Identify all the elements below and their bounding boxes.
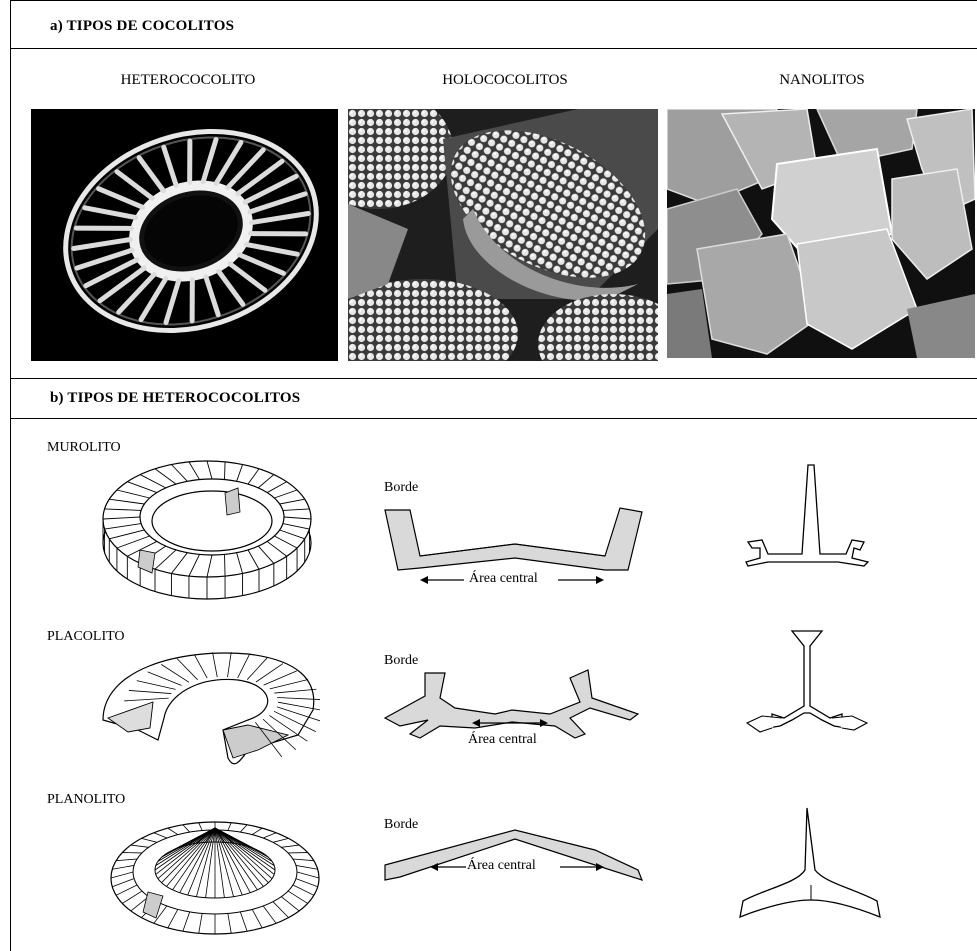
murolito-borde-label: Borde xyxy=(384,480,418,496)
column-title-nanolitos: NANOLITOS xyxy=(672,72,972,89)
planolito-borde-label: Borde xyxy=(384,817,418,833)
planolito-area-label: Área central xyxy=(467,858,536,874)
planolito-profile xyxy=(735,805,885,925)
murolito-profile xyxy=(738,462,883,572)
murolito-cross-section xyxy=(380,500,645,580)
murolito-area-label: Área central xyxy=(469,571,538,587)
section-a-title: a) TIPOS DE COCOLITOS xyxy=(50,18,234,35)
column-title-holococolitos: HOLOCOCOLITOS xyxy=(355,72,655,89)
placolito-borde-label: Borde xyxy=(384,653,418,669)
column-title-heterococolito: HETEROCOCOLITO xyxy=(38,72,338,89)
placolito-area-label: Área central xyxy=(468,732,537,748)
divider-sections xyxy=(10,378,977,379)
placolito-area-arrow xyxy=(470,715,550,731)
section-b-title: b) TIPOS DE HETEROCOCOLITOS xyxy=(50,390,300,407)
divider-b-header xyxy=(10,418,977,419)
divider-a-header xyxy=(10,48,977,49)
placolito-profile xyxy=(742,628,877,753)
heterococolito-photo xyxy=(31,109,338,361)
nanolitos-photo xyxy=(667,109,975,358)
holococolitos-photo xyxy=(348,109,658,361)
placolito-3d-drawing xyxy=(98,640,320,768)
murolito-3d-drawing xyxy=(100,455,315,603)
planolito-3d-drawing xyxy=(108,800,323,942)
murolito-label: MUROLITO xyxy=(47,440,121,456)
